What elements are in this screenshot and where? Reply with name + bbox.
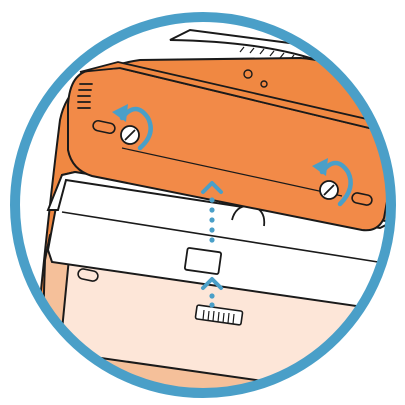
screw-icon	[121, 126, 139, 144]
battery-pull-tab	[185, 248, 222, 275]
screw-icon	[320, 181, 338, 199]
